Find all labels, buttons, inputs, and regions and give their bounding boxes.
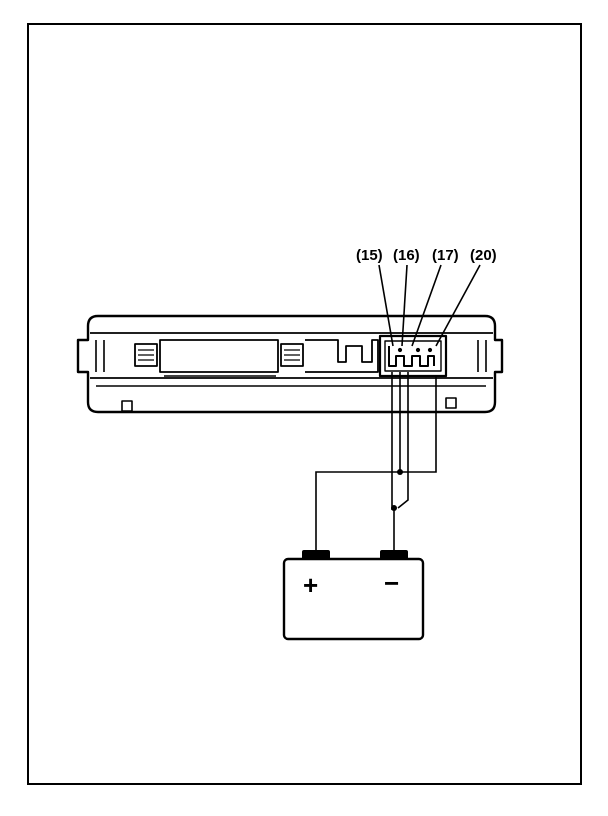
- battery-negative-symbol: −: [384, 568, 399, 598]
- pin-label-17: (17): [432, 247, 459, 264]
- junction-positive: [397, 469, 403, 475]
- control-unit: [76, 314, 504, 414]
- pin-label-20: (20): [470, 247, 497, 264]
- wire-positive-feed: [315, 471, 400, 550]
- battery: + −: [282, 550, 425, 641]
- junction-ground: [391, 505, 397, 511]
- pin-label-16: (16): [393, 247, 420, 264]
- wire-pin-17: [397, 372, 409, 509]
- wire-pin-20: [400, 376, 437, 473]
- diagram-frame: [27, 23, 582, 785]
- battery-case: [282, 557, 425, 641]
- latch-right: [280, 343, 304, 367]
- pin-label-15: (15): [356, 247, 383, 264]
- latch-left: [134, 343, 158, 367]
- battery-positive-symbol: +: [303, 570, 318, 600]
- connector-terminals: [388, 346, 435, 367]
- battery-terminal-negative: [380, 550, 408, 560]
- connector: [378, 334, 448, 378]
- battery-terminal-positive: [302, 550, 330, 560]
- pin-labels: (15) (16) (17) (20): [356, 247, 497, 264]
- wiring: [315, 372, 437, 550]
- control-unit-housing: [76, 314, 504, 414]
